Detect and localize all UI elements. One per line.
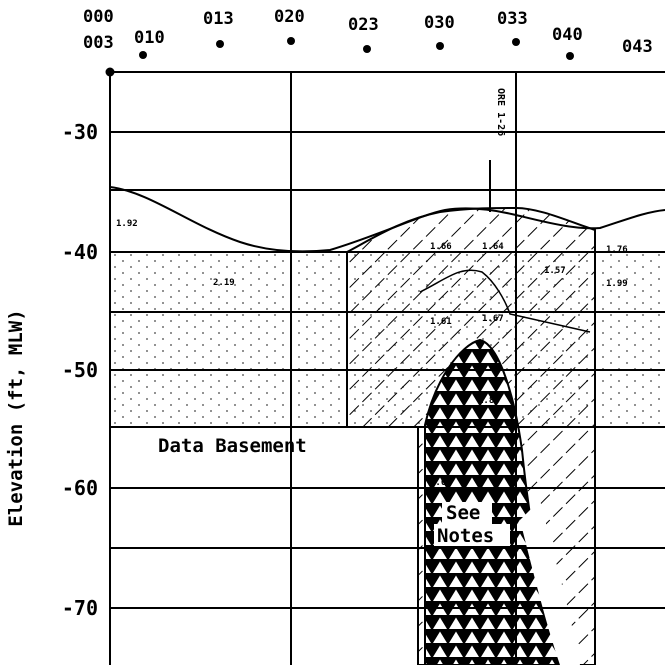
station-label: 010 bbox=[134, 28, 165, 48]
internal-horizon-line bbox=[419, 269, 591, 333]
see-notes-label-line2: Notes bbox=[437, 525, 494, 547]
station-label: 033 bbox=[497, 9, 528, 29]
value-label: 1.65 bbox=[430, 478, 452, 488]
station-label: 030 bbox=[424, 13, 455, 33]
station-dot bbox=[105, 67, 115, 77]
station-dot bbox=[512, 38, 520, 46]
value-label: 1.67 bbox=[482, 314, 504, 324]
y-axis-label: Elevation (ft, MLW) bbox=[5, 309, 27, 526]
station-label: 040 bbox=[552, 25, 583, 45]
value-label: 1.76 bbox=[606, 245, 628, 255]
y-tick-label: -50 bbox=[62, 358, 98, 382]
station-markers bbox=[105, 37, 574, 77]
value-label: 1.61 bbox=[430, 317, 452, 327]
see-notes-label-line1: See bbox=[446, 502, 480, 524]
station-label: 020 bbox=[274, 7, 305, 27]
value-label: 1.57 bbox=[544, 266, 566, 276]
station-dot bbox=[287, 37, 295, 45]
y-tick-label: -30 bbox=[62, 120, 98, 144]
core-id-label: ORE 1-26 bbox=[495, 88, 506, 136]
seabed-profile-line bbox=[109, 186, 665, 253]
station-label: 013 bbox=[203, 9, 234, 29]
value-label: 1.84 bbox=[478, 396, 500, 406]
grid bbox=[109, 71, 665, 665]
station-dot bbox=[566, 52, 574, 60]
y-tick-label: -70 bbox=[62, 596, 98, 620]
value-label: 2.19 bbox=[213, 278, 235, 288]
station-dot bbox=[436, 42, 444, 50]
core-inner-band bbox=[520, 500, 580, 665]
station-label: 023 bbox=[348, 15, 379, 35]
value-label: 1.92 bbox=[116, 219, 138, 229]
station-dot bbox=[216, 40, 224, 48]
station-label: 043 bbox=[622, 37, 653, 57]
y-tick-label: -40 bbox=[62, 240, 98, 264]
station-dot bbox=[363, 45, 371, 53]
y-tick-label: -60 bbox=[62, 476, 98, 500]
value-label: 1.64 bbox=[482, 242, 504, 252]
station-label: 000 bbox=[83, 7, 114, 27]
value-label: 1.66 bbox=[430, 242, 452, 252]
station-dot bbox=[139, 51, 147, 59]
value-label: 1.99 bbox=[606, 279, 628, 289]
station-label: 003 bbox=[83, 33, 114, 53]
data-basement-label: Data Basement bbox=[158, 435, 307, 457]
